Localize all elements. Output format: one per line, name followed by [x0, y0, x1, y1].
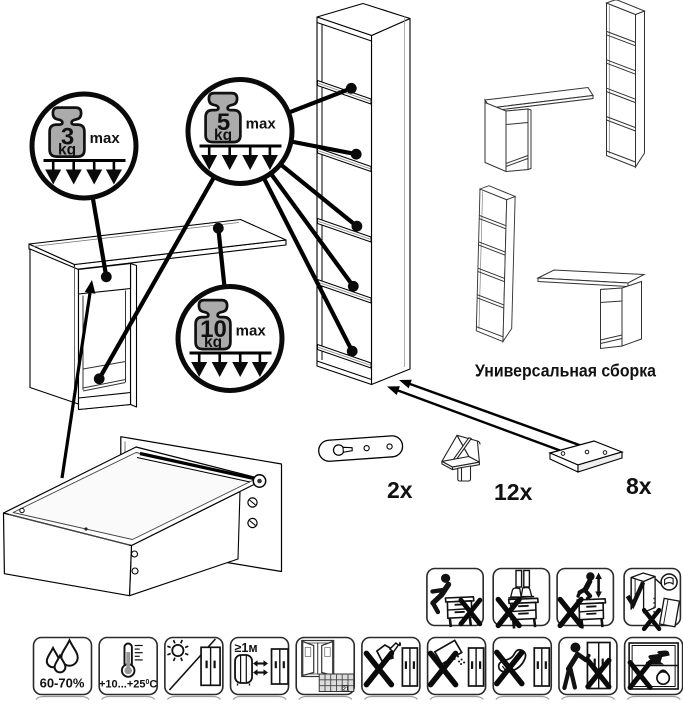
svg-text:10: 10	[200, 316, 227, 343]
svg-text:max: max	[236, 323, 267, 340]
svg-text:8x: 8x	[626, 473, 652, 499]
svg-text:kg: kg	[214, 127, 232, 144]
svg-text:kg: kg	[58, 142, 76, 159]
svg-text:Универсальная сборка: Универсальная сборка	[475, 361, 656, 381]
svg-text:kg: kg	[204, 334, 222, 351]
svg-text:2x: 2x	[387, 477, 413, 503]
svg-text:max: max	[90, 130, 121, 147]
svg-text:5: 5	[217, 109, 230, 136]
svg-text:3: 3	[61, 124, 74, 151]
svg-text:≥1м: ≥1м	[235, 641, 258, 655]
svg-text:60-70%: 60-70%	[40, 676, 85, 691]
svg-text:+10...+250C: +10...+250C	[99, 679, 157, 691]
svg-text:12x: 12x	[494, 479, 533, 505]
svg-text:21: 21	[343, 687, 349, 693]
svg-text:max: max	[246, 116, 277, 133]
